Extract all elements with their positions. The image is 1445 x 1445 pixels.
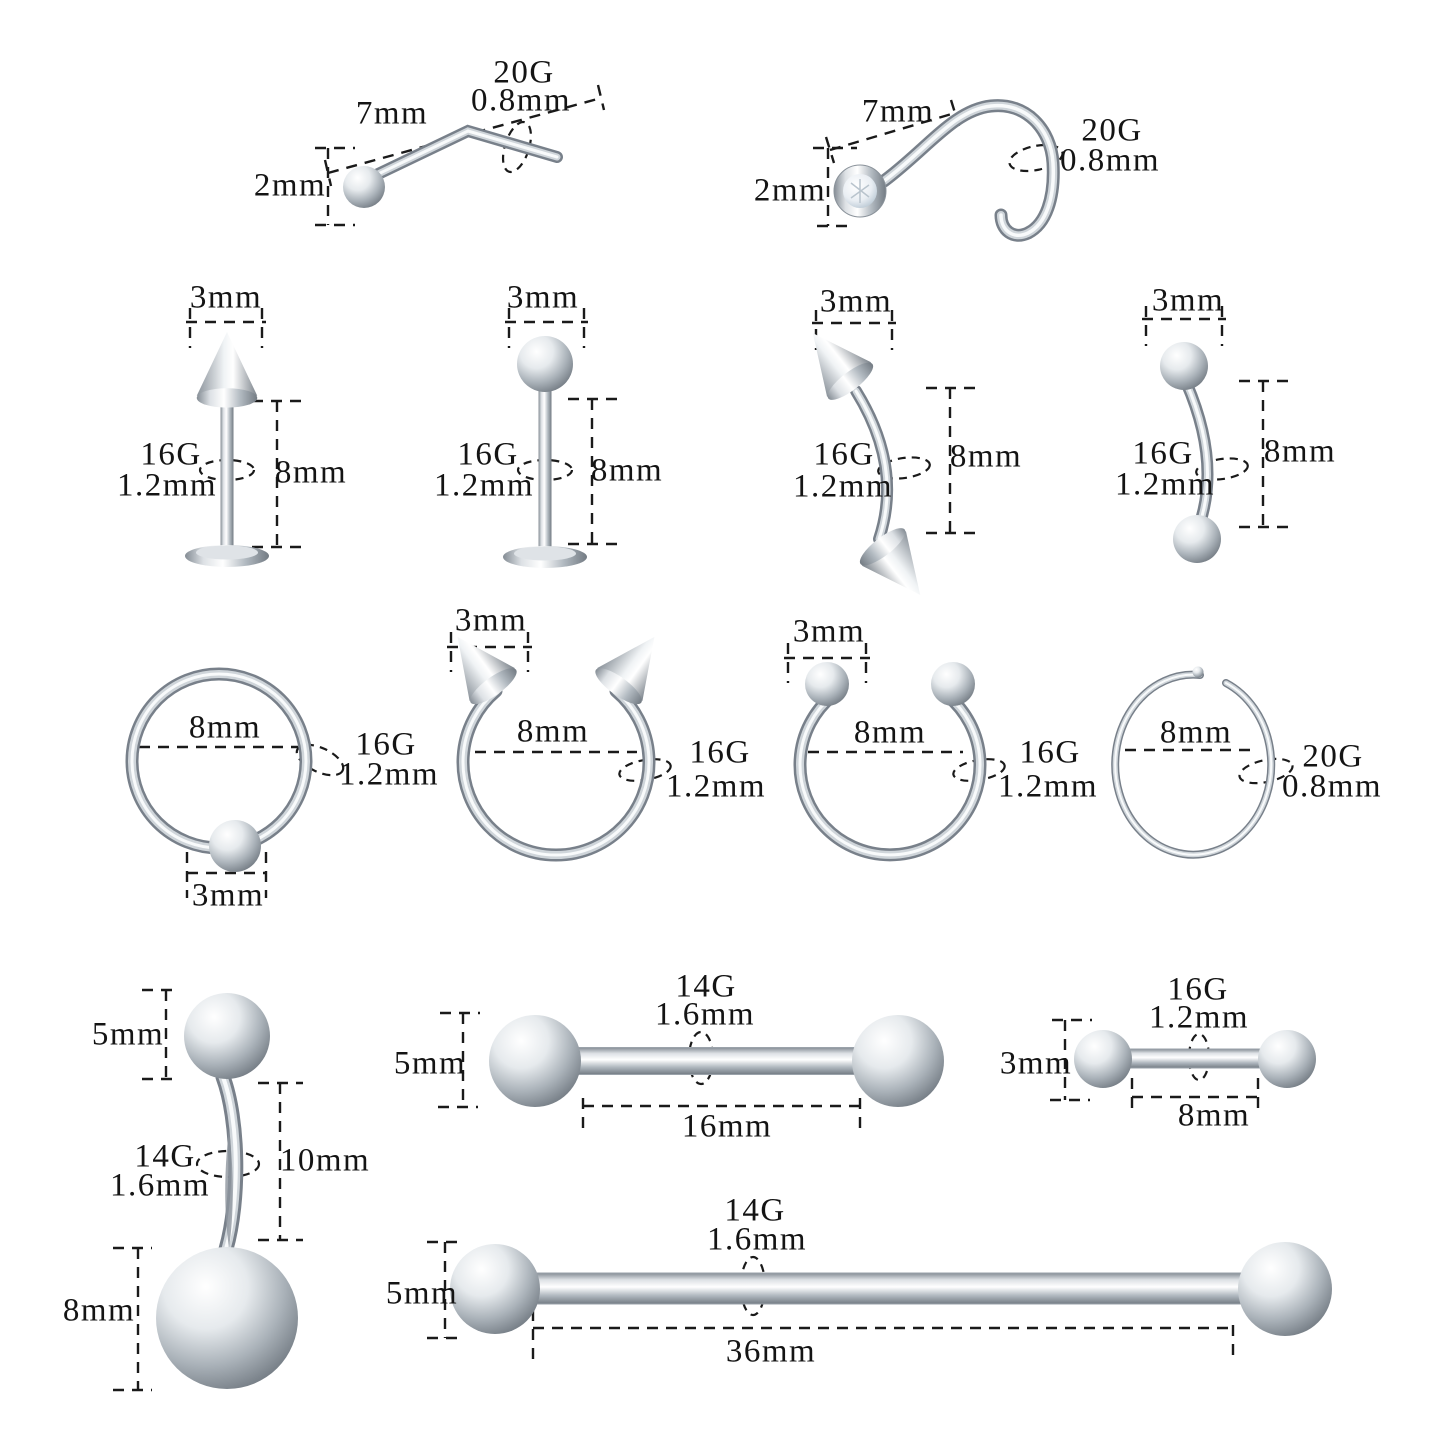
barbell16-ball-label: 5mm xyxy=(393,1045,467,1082)
jewelry-rendering xyxy=(1160,342,1221,563)
straight-barbell-16-figure xyxy=(438,1011,944,1132)
barbell16-gauge-label: 14G xyxy=(675,968,737,1005)
ball-labret-wire-label: 1.2mm xyxy=(433,467,535,504)
curved-barbell-ball-figure xyxy=(1142,306,1288,563)
nose-screw-wire-label: 0.8mm xyxy=(1059,142,1161,179)
cone-labret-bar-label: 8mm xyxy=(274,454,348,491)
cone-labret-wire-label: 1.2mm xyxy=(116,467,218,504)
industrial-ball-label: 5mm xyxy=(385,1275,459,1312)
nose-screw-head-label: 2mm xyxy=(753,172,827,209)
jewelry-rendering xyxy=(450,1242,1332,1336)
captive-diameter-label: 8mm xyxy=(188,709,262,746)
barbell8-wire-label: 1.2mm xyxy=(1148,999,1250,1036)
jewelry-rendering xyxy=(125,667,313,872)
dimension-lines xyxy=(186,308,303,549)
cone-labret-figure xyxy=(185,308,303,567)
horseshoe-ball-figure xyxy=(784,643,1006,855)
jewelry-rendering xyxy=(343,131,557,208)
l-stud-length-label: 7mm xyxy=(355,95,429,132)
jewelry-rendering xyxy=(489,1015,944,1107)
curved-ball-top-label: 3mm xyxy=(1151,282,1225,319)
belly-bar-label: 10mm xyxy=(279,1142,371,1179)
industrial-gauge-label: 14G xyxy=(724,1192,786,1229)
cone-labret-top-label: 3mm xyxy=(189,279,263,316)
straight-barbell-8-figure xyxy=(1050,1018,1316,1108)
hoop-diameter-label: 8mm xyxy=(1159,714,1233,751)
cone-labret-gauge-label: 16G xyxy=(140,436,202,473)
curved-ball-gauge-label: 16G xyxy=(1132,435,1194,472)
jewelry-rendering xyxy=(800,662,980,855)
curved-ball-bar-label: 8mm xyxy=(1263,433,1337,470)
nose-screw-gauge-label: 20G xyxy=(1081,112,1143,149)
dimension-lines xyxy=(1142,306,1288,529)
nose-screw-figure xyxy=(813,99,1064,236)
curved-cone-bar-label: 8mm xyxy=(949,438,1023,475)
barbell8-ball-label: 3mm xyxy=(999,1045,1073,1082)
l-shape-nose-stud-figure xyxy=(315,84,606,227)
l-stud-head-label: 2mm xyxy=(253,167,327,204)
belly-top-ball-label: 5mm xyxy=(91,1016,165,1053)
l-stud-wire-label: 0.8mm xyxy=(470,82,572,119)
dimension-lines xyxy=(139,743,345,898)
horseshoe-cone-wire-label: 1.2mm xyxy=(665,768,767,805)
nose-hoop-figure xyxy=(1115,666,1294,855)
curved-cone-wire-label: 1.2mm xyxy=(792,468,894,505)
belly-bottom-ball-label: 8mm xyxy=(62,1292,136,1329)
horseshoe-ball-size-label: 3mm xyxy=(792,613,866,650)
barbell8-gauge-label: 16G xyxy=(1167,971,1229,1008)
barbell16-bar-label: 16mm xyxy=(681,1108,773,1145)
captive-ball-label: 3mm xyxy=(191,877,265,914)
nose-screw-length-label: 7mm xyxy=(861,93,935,130)
jewelry-rendering xyxy=(185,332,269,567)
ball-labret-top-label: 3mm xyxy=(506,279,580,316)
horseshoe-ball-wire-label: 1.2mm xyxy=(997,768,1099,805)
jewelry-rendering xyxy=(1074,1030,1316,1088)
ball-labret-figure xyxy=(503,308,618,568)
hoop-gauge-label: 20G xyxy=(1302,738,1364,775)
curved-ball-wire-label: 1.2mm xyxy=(1114,466,1216,503)
jewelry-rendering xyxy=(156,993,298,1389)
dimension-lines xyxy=(812,310,975,535)
belly-ring-figure xyxy=(113,988,303,1392)
industrial-wire-label: 1.6mm xyxy=(706,1221,808,1258)
jewelry-rendering xyxy=(1115,666,1271,855)
horseshoe-cone-gauge-label: 16G xyxy=(689,734,751,771)
industrial-bar-label: 36mm xyxy=(725,1333,817,1370)
horseshoe-ball-gauge-label: 16G xyxy=(1019,734,1081,771)
horseshoe-cone-diameter-label: 8mm xyxy=(516,713,590,750)
dimension-lines xyxy=(813,99,1064,228)
curved-cone-top-label: 3mm xyxy=(819,283,893,320)
curved-barbell-cone-figure xyxy=(790,310,975,613)
dimension-lines xyxy=(113,988,303,1392)
l-stud-gauge-label: 20G xyxy=(493,54,555,91)
captive-wire-label: 1.2mm xyxy=(338,756,440,793)
barbell16-wire-label: 1.6mm xyxy=(654,996,756,1033)
captive-gauge-label: 16G xyxy=(355,726,417,763)
horseshoe-cone-size-label: 3mm xyxy=(454,602,528,639)
hoop-wire-label: 0.8mm xyxy=(1281,768,1383,805)
barbell8-bar-label: 8mm xyxy=(1177,1097,1251,1134)
horseshoe-ball-diameter-label: 8mm xyxy=(853,714,927,751)
belly-gauge-label: 14G xyxy=(134,1138,196,1175)
jewelry-rendering xyxy=(833,106,1053,236)
industrial-barbell-figure xyxy=(427,1240,1332,1360)
jewelry-rendering xyxy=(503,336,587,568)
belly-wire-label: 1.6mm xyxy=(109,1167,211,1204)
curved-cone-gauge-label: 16G xyxy=(813,436,875,473)
horseshoe-cone-figure xyxy=(434,620,678,855)
ball-labret-gauge-label: 16G xyxy=(457,436,519,473)
captive-bead-ring-figure xyxy=(125,667,345,898)
ball-labret-bar-label: 8mm xyxy=(590,452,664,489)
